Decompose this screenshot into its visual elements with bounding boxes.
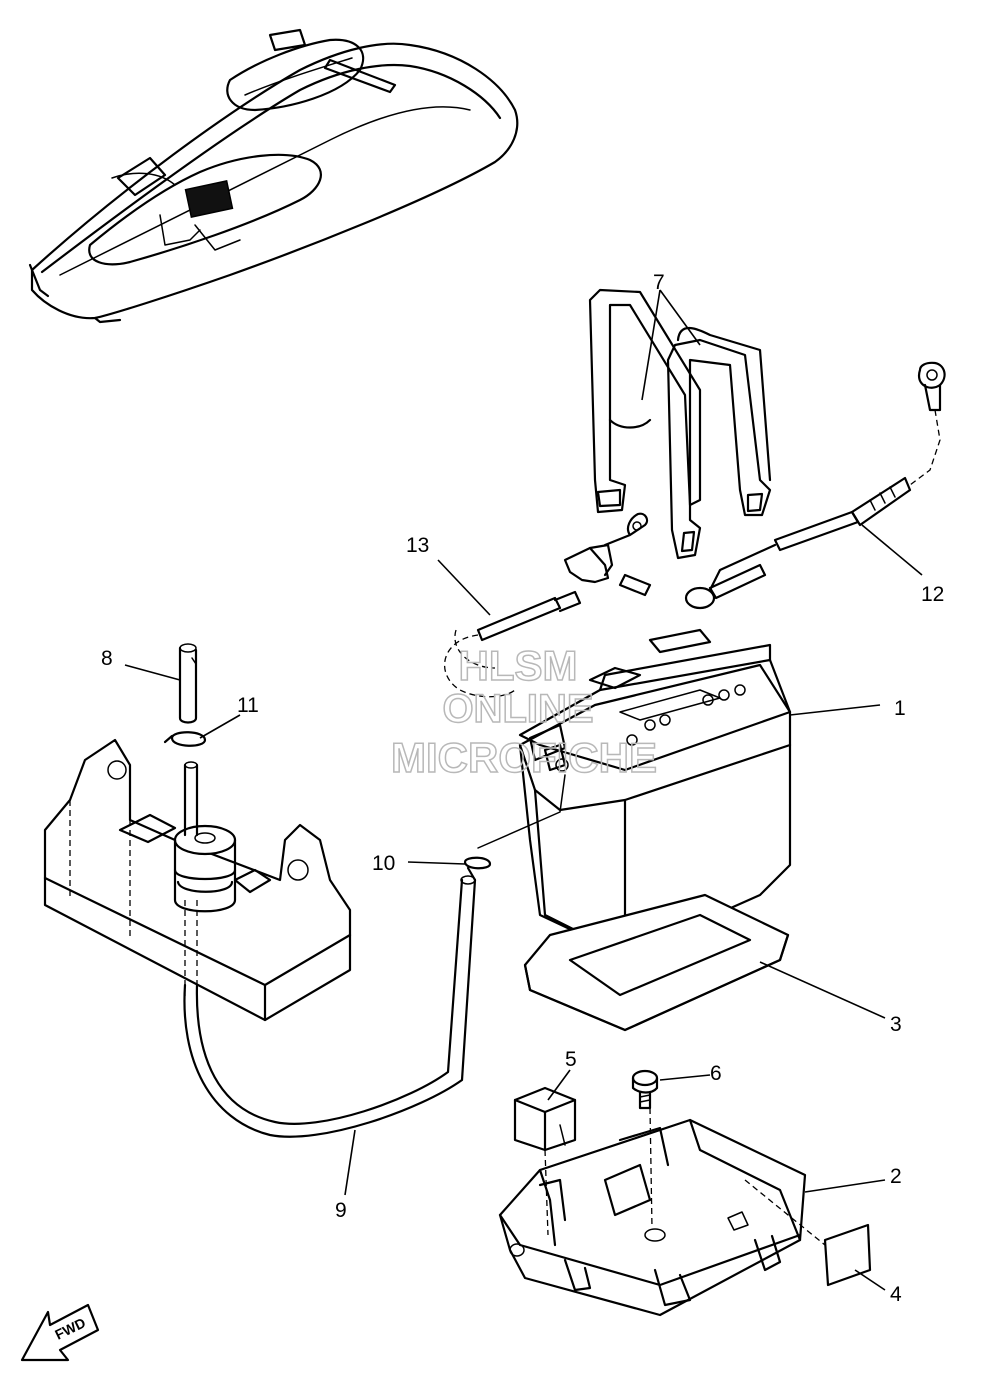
watermark-line-2: ONLINE <box>442 687 593 731</box>
callout-3: 3 <box>890 1013 902 1036</box>
callout-4: 4 <box>890 1283 902 1306</box>
negative-cable-part-13 <box>444 512 652 698</box>
callout-12: 12 <box>921 583 944 606</box>
watermark-line-1: HLSM <box>459 642 578 689</box>
callout-6: 6 <box>710 1062 722 1085</box>
leader-lines <box>124 289 923 1291</box>
callout-8: 8 <box>101 647 113 670</box>
battery-box-part-2 <box>498 1118 807 1317</box>
callout-11: 11 <box>237 694 259 717</box>
watermark-line-3: MICROFICHE <box>391 734 657 781</box>
fwd-direction-arrow: FWD <box>20 1303 100 1362</box>
callout-5: 5 <box>565 1048 577 1071</box>
watermark: HLSM ONLINE MICROFICHE <box>390 641 658 782</box>
callout-labels: 7 12 13 8 11 1 10 3 5 6 2 4 9 <box>101 271 944 1306</box>
callout-1: 1 <box>894 697 906 720</box>
callout-2: 2 <box>890 1165 902 1188</box>
callout-13: 13 <box>406 534 429 557</box>
pad-part-4 <box>823 1223 872 1287</box>
bolt-part-6 <box>631 1069 659 1110</box>
callout-10: 10 <box>372 852 395 875</box>
positive-cable-part-12 <box>684 361 946 610</box>
callout-7: 7 <box>653 271 665 294</box>
watercraft-overview <box>28 28 519 324</box>
battery-band-part-7 <box>588 288 772 560</box>
breather-assembly <box>43 643 566 1138</box>
callout-9: 9 <box>335 1199 347 1222</box>
cap-part-5 <box>513 1086 577 1152</box>
battery-pad-part-3 <box>523 893 790 1032</box>
